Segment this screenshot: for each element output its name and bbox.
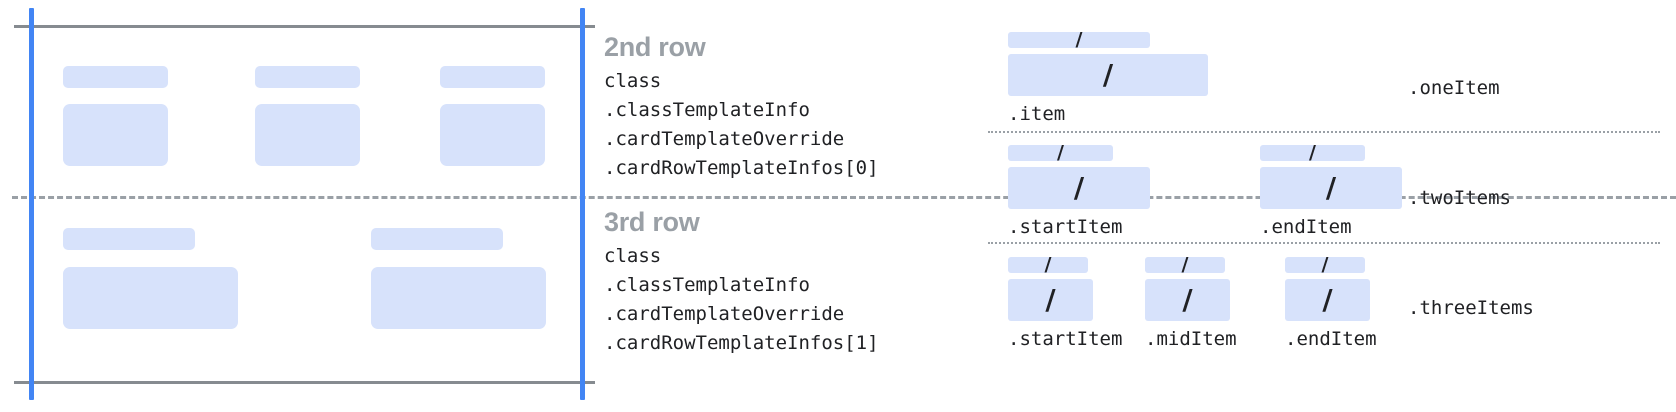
placeholder-title-bar [63, 228, 195, 250]
placeholder-body-box: / [1008, 167, 1150, 209]
annotation-line: .cardTemplateOverride [604, 303, 845, 325]
annotation-heading: 2nd row [604, 32, 706, 62]
slash-icon: / [1044, 253, 1052, 276]
slash-icon: / [1322, 283, 1333, 316]
placeholder-title-bar: / [1008, 141, 1113, 164]
placeholder-title-bar [255, 66, 360, 88]
item-layout-legend: / / .item .oneItem / / .startItem [980, 0, 1676, 412]
placeholder-body-box [63, 267, 238, 329]
legend-item-caption: .endItem [1285, 328, 1377, 350]
annotation-block-third-row: 3rd row class .classTemplateInfo .cardTe… [604, 205, 879, 358]
slash-icon: / [1321, 253, 1329, 276]
legend-item-caption: .item [1008, 103, 1066, 125]
placeholder-body-box [440, 104, 545, 166]
placeholder-body-box [255, 104, 360, 166]
slash-icon: / [1181, 253, 1189, 276]
placeholder-title-bar: / [1008, 28, 1150, 51]
legend-item: / / .midItem [1145, 253, 1237, 350]
row-column [440, 66, 545, 166]
row-column [255, 66, 360, 166]
legend-section-label: .twoItems [1408, 187, 1511, 209]
placeholder-body-box [63, 104, 168, 166]
slash-icon: / [1309, 141, 1316, 164]
annotation-block-second-row: 2nd row class .classTemplateInfo .cardTe… [604, 30, 879, 183]
slash-icon: / [1075, 28, 1083, 51]
legend-divider-dotted-line [988, 131, 1660, 133]
placeholder-body-box: / [1008, 279, 1093, 321]
legend-item: / / .endItem [1285, 253, 1377, 350]
annotation-line: .cardRowTemplateInfos[1] [604, 332, 879, 354]
row-column [63, 228, 238, 329]
placeholder-title-bar: / [1260, 141, 1365, 164]
legend-item: / / .item [1008, 28, 1208, 125]
legend-section-one-item: / / .item .oneItem [980, 22, 1676, 132]
legend-item-caption: .endItem [1260, 216, 1352, 238]
slash-icon: / [1045, 283, 1056, 316]
legend-section-three-items: / / .startItem / / .midItem / [980, 249, 1676, 364]
right-guide-rail [580, 8, 585, 400]
placeholder-body-box: / [1008, 54, 1208, 96]
annotation-line: class [604, 70, 662, 92]
placeholder-title-bar: / [1145, 253, 1225, 276]
placeholder-title-bar [440, 66, 545, 88]
card-top-boundary-line [14, 25, 595, 28]
annotation-line: .cardRowTemplateInfos[0] [604, 157, 879, 179]
legend-section-label: .threeItems [1408, 297, 1534, 319]
slash-icon: / [1325, 171, 1337, 204]
slash-icon: / [1102, 58, 1114, 91]
slash-icon: / [1057, 141, 1064, 164]
annotation-line: .cardTemplateOverride [604, 128, 845, 150]
annotation-column: 2nd row class .classTemplateInfo .cardTe… [604, 0, 954, 412]
legend-item-caption: .startItem [1008, 328, 1123, 350]
legend-item-caption: .midItem [1145, 328, 1237, 350]
legend-item: / / .startItem [1008, 141, 1150, 238]
legend-item: / / .endItem [1260, 141, 1402, 238]
placeholder-body-box: / [1285, 279, 1370, 321]
annotation-line: class [604, 245, 662, 267]
row-preview-third [0, 199, 595, 381]
slash-icon: / [1073, 171, 1085, 204]
slash-icon: / [1182, 283, 1193, 316]
placeholder-body-box: / [1145, 279, 1230, 321]
legend-section-label: .oneItem [1408, 77, 1500, 99]
annotation-line: .classTemplateInfo [604, 274, 810, 296]
placeholder-body-box: / [1260, 167, 1402, 209]
placeholder-title-bar: / [1285, 253, 1365, 276]
legend-item-caption: .startItem [1008, 216, 1123, 238]
placeholder-title-bar [63, 66, 168, 88]
row-column [371, 228, 546, 329]
legend-divider-dotted-line [988, 242, 1660, 244]
placeholder-title-bar [371, 228, 503, 250]
legend-section-two-items: / / .startItem / / .endItem .twoItems [980, 137, 1676, 247]
row-preview-second [0, 25, 595, 196]
row-divider-dashed-line [12, 196, 1676, 199]
left-guide-rail [29, 8, 34, 400]
placeholder-body-box [371, 267, 546, 329]
placeholder-title-bar: / [1008, 253, 1088, 276]
legend-item: / / .startItem [1008, 253, 1123, 350]
annotation-line: .classTemplateInfo [604, 99, 810, 121]
card-bottom-boundary-line [14, 381, 595, 384]
card-rows-preview [0, 0, 595, 412]
row-column [63, 66, 168, 166]
annotation-heading: 3rd row [604, 207, 700, 237]
